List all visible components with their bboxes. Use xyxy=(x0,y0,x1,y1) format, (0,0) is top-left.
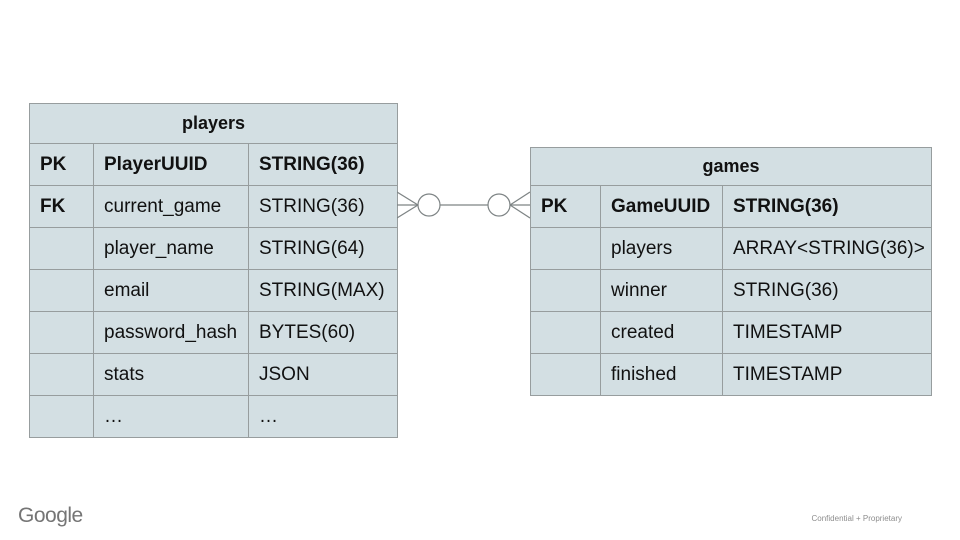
table-row: PK PlayerUUID STRING(36) xyxy=(29,143,399,186)
key-cell: FK xyxy=(29,185,94,228)
column-name-cell: finished xyxy=(600,353,723,396)
column-name-cell: password_hash xyxy=(93,311,249,354)
column-name-cell: winner xyxy=(600,269,723,312)
column-name-cell: current_game xyxy=(93,185,249,228)
key-cell xyxy=(530,269,601,312)
games-entity-table: games PK GameUUID STRING(36) players ARR… xyxy=(529,147,933,396)
table-title: games xyxy=(529,147,933,186)
key-cell: PK xyxy=(530,185,601,228)
relationship-connector xyxy=(397,191,530,219)
table-row: … … xyxy=(29,395,399,438)
table-row: player_name STRING(64) xyxy=(29,227,399,270)
crow-foot-left-icon xyxy=(397,191,419,219)
table-row: email STRING(MAX) xyxy=(29,269,399,312)
column-name-cell: email xyxy=(93,269,249,312)
table-row: players ARRAY<STRING(36)> xyxy=(530,227,933,270)
key-cell xyxy=(530,353,601,396)
table-row: stats JSON xyxy=(29,353,399,396)
column-type-cell: TIMESTAMP xyxy=(721,311,933,354)
column-name-cell: PlayerUUID xyxy=(93,143,249,186)
column-name-cell: GameUUID xyxy=(600,185,723,228)
column-type-cell: STRING(MAX) xyxy=(247,269,399,312)
column-name-cell: created xyxy=(600,311,723,354)
table-header-row: players xyxy=(28,103,399,144)
table-title: players xyxy=(28,103,399,144)
column-type-cell: TIMESTAMP xyxy=(721,353,933,396)
key-cell xyxy=(29,227,94,270)
table-row: winner STRING(36) xyxy=(530,269,933,312)
players-entity-table: players PK PlayerUUID STRING(36) FK curr… xyxy=(28,103,399,438)
confidentiality-note: Confidential + Proprietary xyxy=(811,514,903,523)
table-row: PK GameUUID STRING(36) xyxy=(530,185,933,228)
column-type-cell: JSON xyxy=(247,353,399,396)
key-cell: PK xyxy=(29,143,94,186)
column-type-cell: STRING(64) xyxy=(247,227,399,270)
key-cell xyxy=(29,353,94,396)
key-cell xyxy=(530,227,601,270)
optionality-circle-right-icon xyxy=(487,193,511,217)
crow-foot-right-icon xyxy=(509,191,530,219)
table-row: created TIMESTAMP xyxy=(530,311,933,354)
column-type-cell: STRING(36) xyxy=(721,185,933,228)
table-header-row: games xyxy=(529,147,933,186)
column-type-cell: STRING(36) xyxy=(721,269,933,312)
google-logo: Google xyxy=(18,504,83,527)
column-type-cell: BYTES(60) xyxy=(247,311,399,354)
column-type-cell: … xyxy=(247,395,399,438)
column-name-cell: … xyxy=(93,395,249,438)
table-row: FK current_game STRING(36) xyxy=(29,185,399,228)
column-type-cell: STRING(36) xyxy=(247,185,399,228)
optionality-circle-left-icon xyxy=(417,193,441,217)
column-type-cell: ARRAY<STRING(36)> xyxy=(721,227,933,270)
column-name-cell: stats xyxy=(93,353,249,396)
key-cell xyxy=(29,269,94,312)
column-type-cell: STRING(36) xyxy=(247,143,399,186)
column-name-cell: player_name xyxy=(93,227,249,270)
key-cell xyxy=(29,311,94,354)
column-name-cell: players xyxy=(600,227,723,270)
key-cell xyxy=(530,311,601,354)
table-row: finished TIMESTAMP xyxy=(530,353,933,396)
table-row: password_hash BYTES(60) xyxy=(29,311,399,354)
key-cell xyxy=(29,395,94,438)
